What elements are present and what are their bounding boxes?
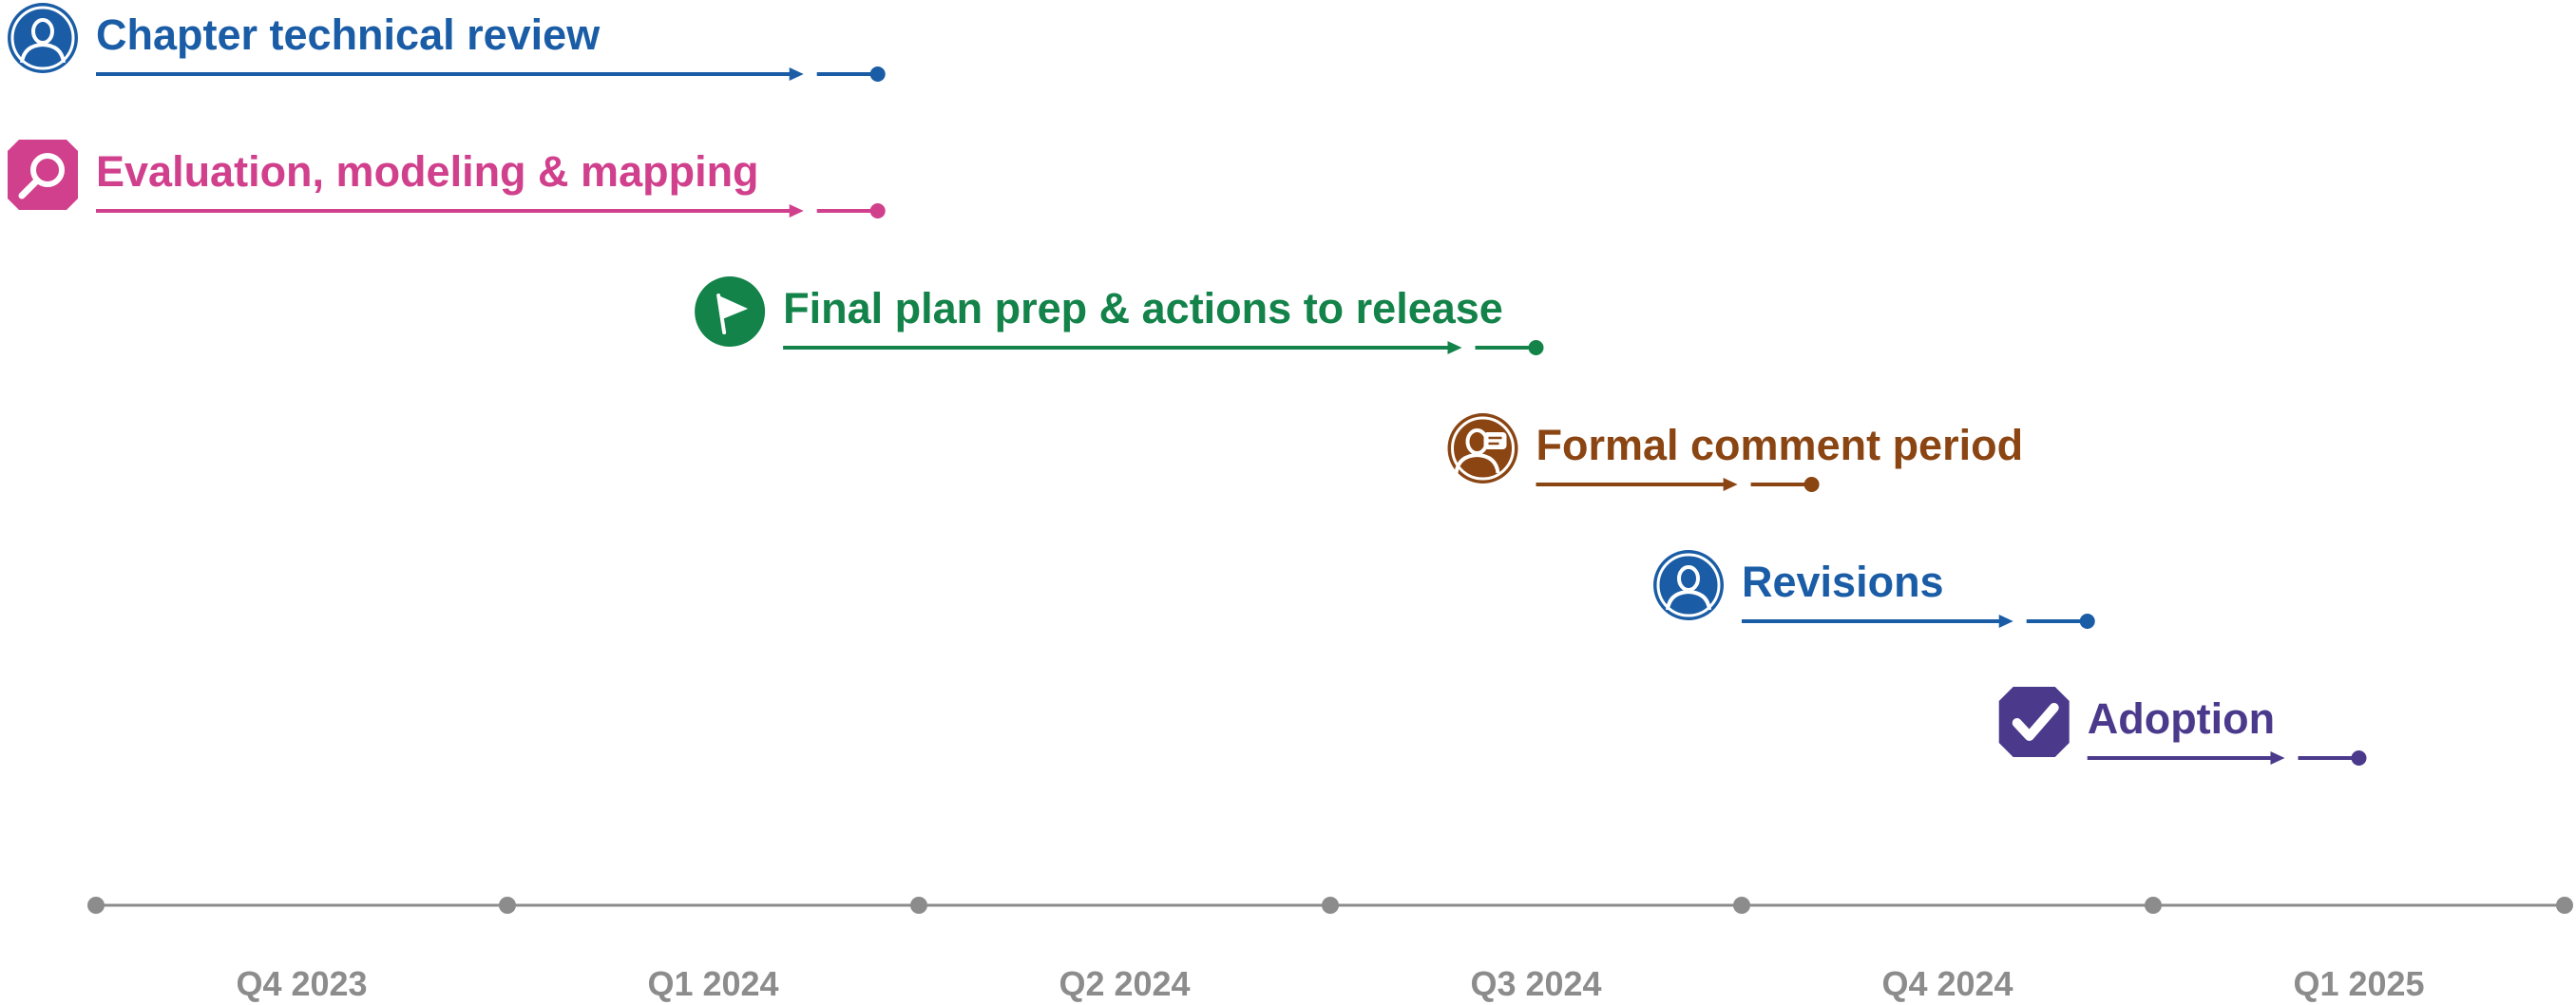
task-row: Revisions: [1653, 550, 2095, 629]
task-end-dot: [869, 203, 886, 218]
icon-lens: [30, 153, 65, 187]
task-end-dot: [1803, 477, 1820, 492]
task-label: Adoption: [2088, 694, 2275, 743]
quarter-label: Q1 2024: [647, 964, 778, 1003]
axis-tick-dot: [499, 897, 516, 914]
task-arrowhead: [2270, 751, 2285, 765]
task-arrowhead: [1723, 478, 1738, 491]
comment-person-icon: [1447, 413, 1518, 484]
checkmark-icon: [1998, 687, 2070, 757]
magnifier-icon: [8, 140, 78, 210]
icon-shoulders: [1666, 589, 1711, 611]
icon-background: [1653, 550, 1724, 620]
quarter-label: Q4 2024: [1881, 964, 2013, 1003]
icon-ring: [10, 6, 75, 70]
quarter-label: Q2 2024: [1059, 964, 1190, 1003]
icon-shoulders: [1454, 452, 1500, 474]
axis-tick-dot: [910, 897, 927, 914]
task-label: Chapter technical review: [96, 10, 601, 59]
icon-ring: [1451, 416, 1515, 481]
icon-ring: [1656, 553, 1721, 617]
axis-tick-dot: [87, 897, 105, 914]
task-row: Formal comment period: [1447, 413, 2024, 492]
icon-background: [8, 3, 78, 73]
person-icon: [8, 3, 78, 73]
task-row: Adoption: [1998, 687, 2367, 766]
task-row: Final plan prep & actions to release: [695, 276, 1544, 355]
task-label: Formal comment period: [1536, 421, 2024, 469]
icon-flag-cloth: [718, 295, 749, 319]
icon-handle: [18, 177, 41, 199]
task-end-dot: [2351, 750, 2367, 766]
icon-shoulders: [20, 42, 66, 64]
flag-icon: [695, 276, 766, 347]
quarter-label: Q3 2024: [1470, 964, 1601, 1003]
task-label: Evaluation, modeling & mapping: [96, 147, 759, 196]
icon-background: [1998, 687, 2070, 757]
task-arrowhead: [1998, 615, 2013, 628]
axis-tick-dot: [2556, 897, 2573, 914]
timeline-axis: Q4 2023 Q1 2024 Q2 2024 Q3 2024 Q4 2024 Q1 20…: [87, 897, 2573, 1003]
task-arrowhead: [1447, 341, 1462, 354]
icon-speech-bubble: [1483, 432, 1507, 449]
quarter-label: Q4 2023: [236, 964, 367, 1003]
task-label: Final plan prep & actions to release: [783, 284, 1503, 332]
task-end-dot: [2079, 614, 2095, 629]
task-arrowhead: [789, 204, 804, 218]
task-end-dot: [1528, 340, 1544, 355]
icon-flag-pole: [716, 294, 727, 334]
person-icon: [1653, 550, 1724, 620]
axis-tick-dot: [2145, 897, 2162, 914]
icon-background: [8, 140, 78, 210]
task-arrowhead: [789, 67, 804, 81]
task-row: Chapter technical review: [8, 3, 886, 82]
icon-check-mark: [2012, 703, 2059, 741]
quarter-label: Q1 2025: [2293, 964, 2424, 1003]
axis-tick-dot: [1322, 897, 1339, 914]
task-row: Evaluation, modeling & mapping: [8, 140, 886, 218]
task-end-dot: [869, 66, 886, 82]
axis-tick-dot: [1733, 897, 1750, 914]
task-label: Revisions: [1742, 558, 1944, 606]
